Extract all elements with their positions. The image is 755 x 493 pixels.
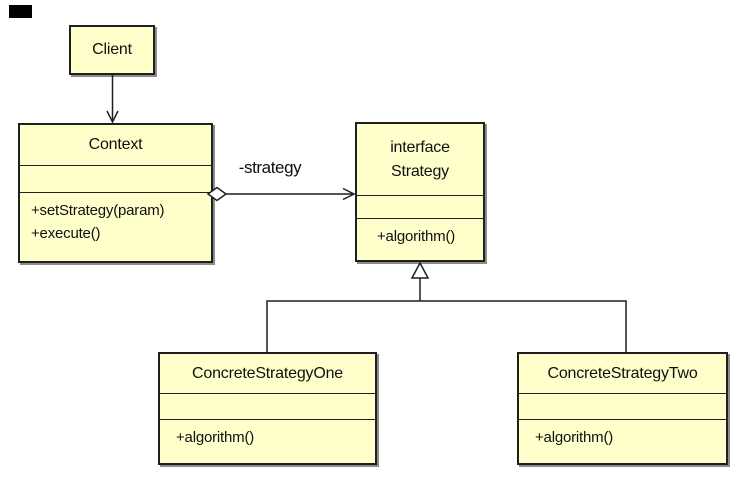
class-concrete-strategy-one: ConcreteStrategyOne +algorithm() [158, 352, 377, 465]
class-title: ConcreteStrategyTwo [547, 364, 698, 382]
method-label: +algorithm() [377, 228, 456, 245]
open-arrowhead-icon [342, 187, 356, 201]
class-name-label: Strategy [391, 162, 449, 180]
methods-compartment: +algorithm() [357, 218, 483, 260]
inheritance-triangle-icon [410, 261, 430, 279]
open-arrowhead-icon [106, 110, 119, 124]
corner-marker [9, 5, 32, 18]
method-label: +algorithm() [176, 429, 255, 446]
generalization-branch-line [266, 300, 627, 352]
class-strategy-interface: interface Strategy +algorithm() [355, 122, 485, 262]
class-title: interface Strategy [357, 124, 483, 195]
class-title: Client [92, 41, 132, 58]
class-title: Context [88, 136, 143, 153]
stereotype-label: interface [390, 138, 450, 156]
class-client: Client [69, 25, 155, 75]
attributes-compartment [357, 195, 483, 218]
methods-compartment: +algorithm() [160, 419, 375, 463]
class-title: ConcreteStrategyOne [192, 364, 343, 382]
association-role-label: -strategy [238, 158, 302, 177]
class-concrete-strategy-two: ConcreteStrategyTwo +algorithm() [517, 352, 728, 465]
attributes-compartment [519, 393, 726, 419]
attributes-compartment [160, 393, 375, 419]
attributes-compartment [20, 165, 211, 192]
methods-compartment: +algorithm() [519, 419, 726, 463]
method-label: +algorithm() [535, 429, 614, 446]
method-label: +execute() [31, 225, 101, 242]
class-context: Context +setStrategy(param) +execute() [18, 123, 213, 263]
methods-compartment: +setStrategy(param) +execute() [20, 192, 211, 261]
method-label: +setStrategy(param) [31, 202, 165, 219]
